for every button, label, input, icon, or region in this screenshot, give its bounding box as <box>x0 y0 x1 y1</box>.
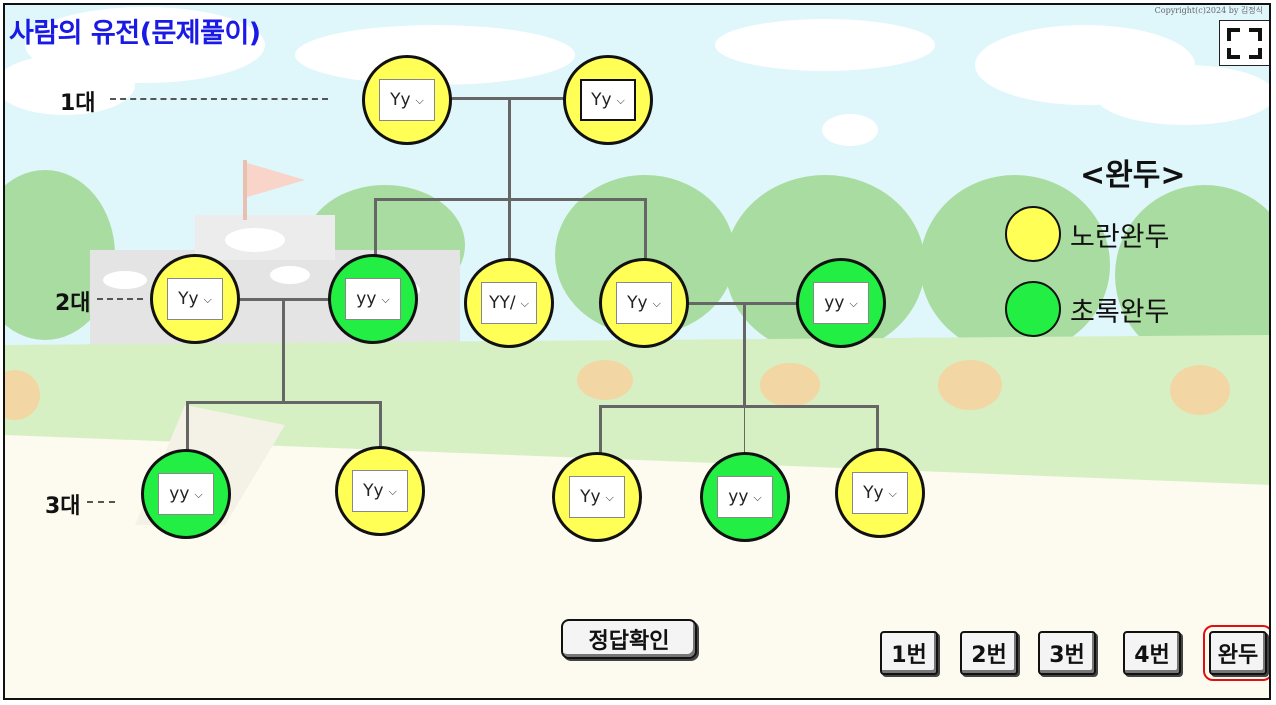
genotype-select[interactable]: Yy ⌵ <box>616 282 672 324</box>
green-pea-swatch <box>1005 281 1061 337</box>
connector <box>282 299 285 402</box>
genotype-value: YY/ <box>489 293 516 313</box>
page-title: 사람의 유전(문제풀이) <box>9 18 261 49</box>
chevron-down-icon: ⌵ <box>605 491 614 504</box>
connector <box>379 401 382 451</box>
genotype-value: yy <box>169 484 190 504</box>
question-4-button[interactable]: 4번 <box>1123 631 1181 675</box>
genotype-select[interactable]: yy ⌵ <box>813 282 869 324</box>
chevron-down-icon: ⌵ <box>520 297 529 310</box>
question-1-button[interactable]: 1번 <box>880 631 938 675</box>
chevron-down-icon: ⌵ <box>849 297 858 310</box>
fullscreen-button[interactable] <box>1219 20 1269 66</box>
genotype-value: Yy <box>627 293 648 313</box>
pedigree-node: yy ⌵ <box>700 452 790 542</box>
pedigree-node: Yy ⌵ <box>150 254 240 344</box>
connector <box>744 405 745 460</box>
check-answer-button[interactable]: 정답확인 <box>561 619 697 659</box>
generation-label-2: 2대 <box>55 291 91 316</box>
genotype-value: Yy <box>863 483 884 503</box>
connector <box>599 405 602 455</box>
genotype-value: Yy <box>591 90 612 110</box>
pedigree-node: Yy ⌵ <box>552 452 642 542</box>
question-3-button[interactable]: 3번 <box>1038 631 1096 675</box>
connector <box>508 99 511 267</box>
chevron-down-icon: ⌵ <box>652 297 661 310</box>
genotype-select[interactable]: yy ⌵ <box>345 278 401 320</box>
connector <box>186 401 189 451</box>
genotype-value: yy <box>824 293 845 313</box>
generation-label-3: 3대 <box>45 494 81 519</box>
genotype-select[interactable]: yy ⌵ <box>158 473 214 515</box>
connector <box>644 198 647 260</box>
generation-dash-1 <box>110 98 328 100</box>
connector <box>374 198 377 260</box>
generation-dash-2 <box>97 298 143 300</box>
fullscreen-icon <box>1227 28 1262 59</box>
connector <box>186 401 382 404</box>
genotype-value: yy <box>728 487 749 507</box>
pedigree-node: Yy ⌵ <box>335 446 425 536</box>
generation-dash-3 <box>87 501 115 503</box>
connector <box>876 405 879 455</box>
genotype-select[interactable]: Yy ⌵ <box>852 472 908 514</box>
chevron-down-icon: ⌵ <box>194 488 203 501</box>
genotype-value: yy <box>356 289 377 309</box>
yellow-pea-swatch <box>1005 206 1061 262</box>
question-2-button[interactable]: 2번 <box>960 631 1018 675</box>
chevron-down-icon: ⌵ <box>753 491 762 504</box>
connector <box>743 303 746 406</box>
generation-label-1: 1대 <box>60 91 96 116</box>
legend-title: <완두> <box>1080 158 1186 193</box>
genotype-select[interactable]: Yy ⌵ <box>167 278 223 320</box>
pedigree-node: Yy ⌵ <box>563 55 653 145</box>
pedigree-node: Yy ⌵ <box>599 258 689 348</box>
chevron-down-icon: ⌵ <box>616 94 625 107</box>
genotype-value: Yy <box>580 487 601 507</box>
legend-label-green: 초록완두 <box>1070 297 1170 328</box>
chevron-down-icon: ⌵ <box>381 293 390 306</box>
connector <box>238 298 333 301</box>
copyright-text: Copyright(c)2024 by 김정식 <box>1154 6 1263 15</box>
pedigree-node: yy ⌵ <box>141 449 231 539</box>
pedigree-node: Yy ⌵ <box>362 55 452 145</box>
chevron-down-icon: ⌵ <box>888 487 897 500</box>
genotype-select[interactable]: yy ⌵ <box>717 476 773 518</box>
pedigree-node: yy ⌵ <box>796 258 886 348</box>
genotype-select[interactable]: Yy ⌵ <box>580 79 636 121</box>
genotype-select[interactable]: Yy ⌵ <box>379 79 435 121</box>
genotype-value: Yy <box>178 289 199 309</box>
connector <box>599 405 879 408</box>
genotype-value: Yy <box>363 481 384 501</box>
chevron-down-icon: ⌵ <box>415 94 424 107</box>
connector <box>374 198 646 201</box>
connector <box>450 97 565 100</box>
pea-button[interactable]: 완두 <box>1203 625 1269 681</box>
chevron-down-icon: ⌵ <box>203 293 212 306</box>
genotype-select[interactable]: Yy ⌵ <box>569 476 625 518</box>
legend-label-yellow: 노란완두 <box>1070 222 1170 253</box>
genotype-value: Yy <box>390 90 411 110</box>
pedigree-node: Yy ⌵ <box>835 448 925 538</box>
app-frame: 사람의 유전(문제풀이) Copyright(c)2024 by 김정식 1대 … <box>3 3 1271 700</box>
genotype-select[interactable]: YY/ ⌵ <box>481 282 537 324</box>
pedigree-node: yy ⌵ <box>328 254 418 344</box>
pedigree-node: YY/ ⌵ <box>464 258 554 348</box>
chevron-down-icon: ⌵ <box>388 485 397 498</box>
genotype-select[interactable]: Yy ⌵ <box>352 470 408 512</box>
